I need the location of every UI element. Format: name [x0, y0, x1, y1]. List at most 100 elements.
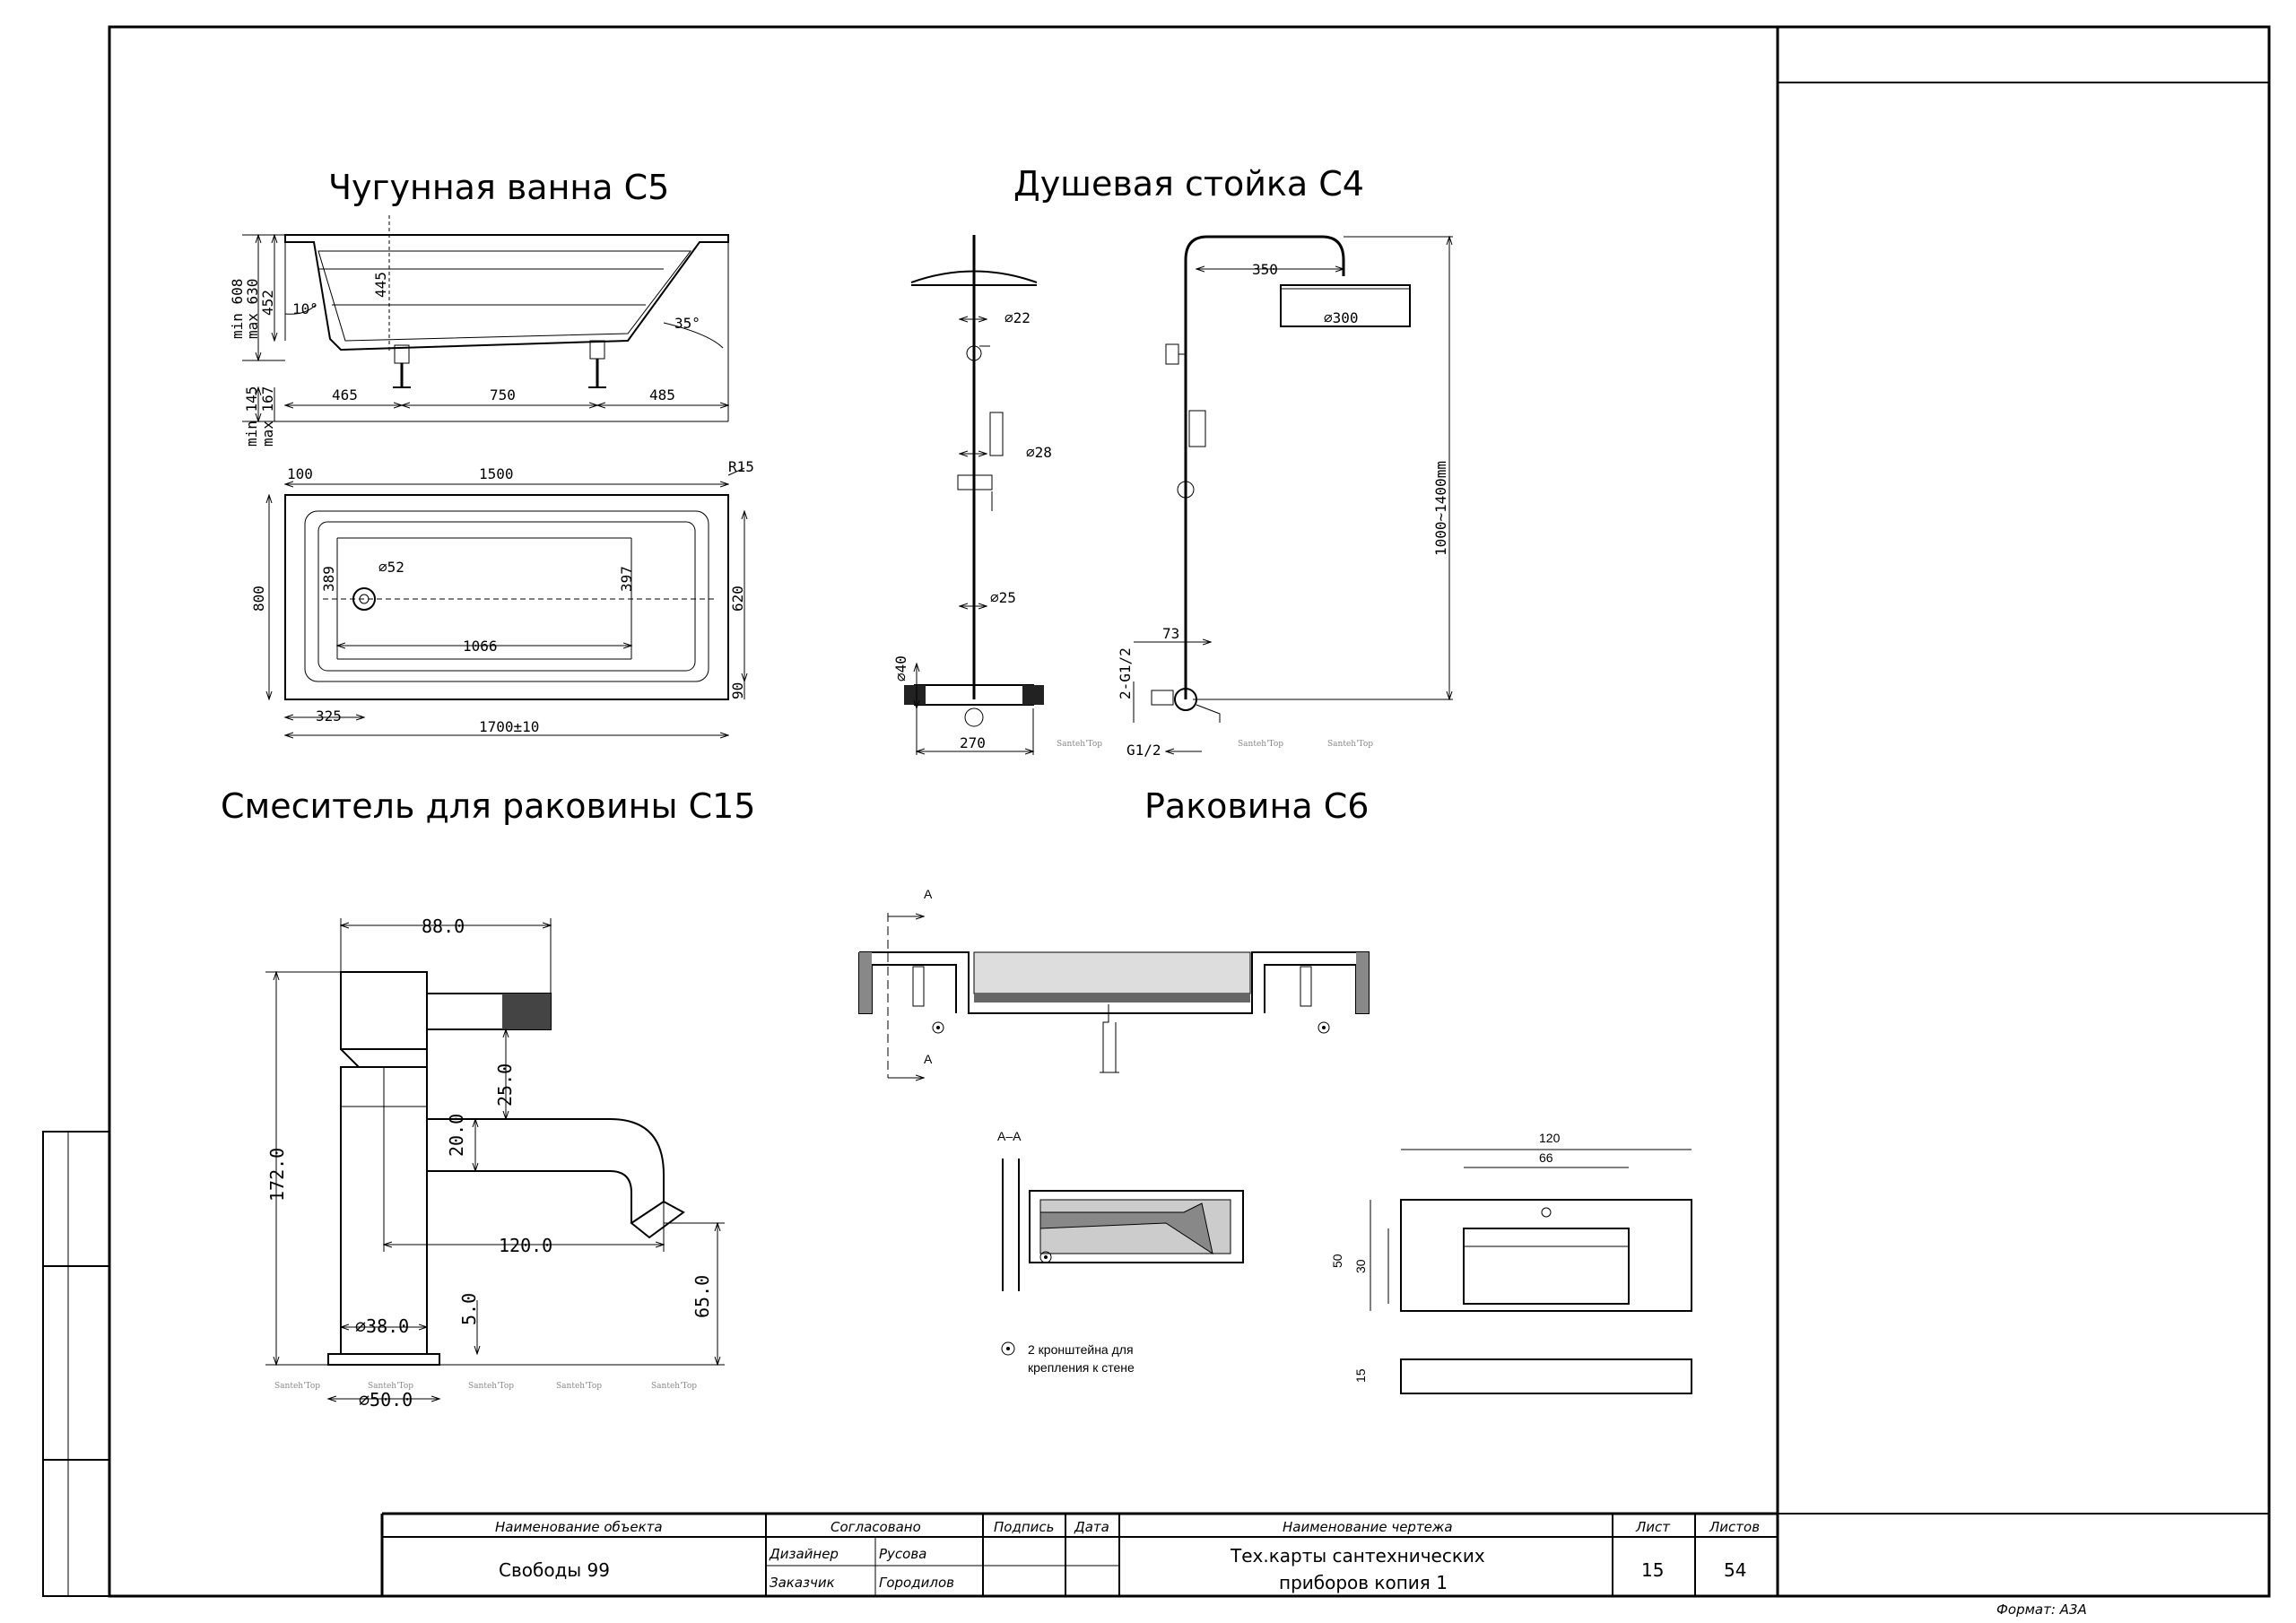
- dim-angle-35: 35°: [674, 315, 700, 332]
- dim-phi52: ⌀52: [378, 559, 404, 576]
- sink-title: Раковина С6: [1144, 786, 1369, 826]
- dim-120: 120.0: [499, 1235, 552, 1256]
- dim-750: 750: [490, 386, 516, 404]
- dim-phi28: ⌀28: [1026, 444, 1052, 461]
- tb-role-1: Дизайнер: [769, 1546, 839, 1562]
- tb-drawing-header: Наименование чертежа: [1283, 1519, 1453, 1535]
- tb-approved-header: Согласовано: [831, 1519, 921, 1535]
- dim-88: 88.0: [422, 916, 465, 937]
- section-mark-a-top: A: [924, 887, 933, 901]
- dim-max167: max 167: [259, 386, 276, 447]
- watermark-1: Santeh'Top: [1057, 740, 1102, 749]
- watermark-6: Santeh'Top: [468, 1382, 514, 1391]
- dim-1000-1400: 1000~1400mm: [1432, 461, 1449, 556]
- format-label: Формат: А3А: [1996, 1601, 2087, 1618]
- watermark-4: Santeh'Top: [274, 1382, 320, 1391]
- dim-phi38: ⌀38.0: [355, 1315, 409, 1337]
- sheet-frame: [108, 25, 2271, 1598]
- dim-1700: 1700±10: [479, 718, 539, 735]
- dim-620: 620: [729, 586, 746, 612]
- dim-65: 65.0: [691, 1275, 713, 1318]
- bath-side-dims: min 608 max 630 452 445 10° 35° min 145 …: [229, 272, 700, 447]
- watermark-8: Santeh'Top: [651, 1382, 697, 1391]
- dim-172: 172.0: [266, 1148, 288, 1202]
- tb-object-header: Наименование объекта: [495, 1519, 663, 1535]
- dim-100: 100: [287, 465, 313, 482]
- dim-min145: min 145: [243, 386, 260, 447]
- dim-397: 397: [618, 566, 635, 592]
- bath-side-view: [242, 215, 729, 421]
- dim-90: 90: [729, 682, 746, 699]
- dim-73: 73: [1162, 625, 1179, 642]
- tb-object-name: Свободы 99: [499, 1559, 610, 1581]
- sink-plan-dims: 120 66 50 30 15: [1330, 1131, 1561, 1383]
- section-label-aa: A–A: [997, 1129, 1022, 1143]
- dim-1500: 1500: [479, 465, 514, 482]
- watermarks: Santeh'Top Santeh'Top Santeh'Top Santeh'…: [274, 740, 1373, 1391]
- shower-side-view: [1133, 235, 1453, 751]
- dim-20: 20.0: [446, 1114, 467, 1157]
- dim-465: 465: [332, 386, 358, 404]
- dim-1066: 1066: [463, 638, 498, 655]
- tb-drawing-name-2: приборов копия 1: [1279, 1572, 1448, 1593]
- side-stamp: [42, 1131, 110, 1597]
- dim-phi300: ⌀300: [1324, 309, 1359, 326]
- dim-350: 350: [1252, 261, 1278, 278]
- sink-front-section: [858, 913, 1370, 1078]
- dim-sink-66: 66: [1539, 1150, 1553, 1165]
- dim-325: 325: [316, 707, 342, 725]
- dim-g12: G1/2: [1126, 742, 1161, 759]
- tb-signature-header: Подпись: [994, 1519, 1054, 1535]
- title-block: [380, 1512, 1778, 1596]
- shower-title: Душевая стойка С4: [1013, 164, 1364, 204]
- faucet-dims: 88.0 172.0 25.0 20.0 120.0 65.0 5.0 ⌀38.…: [266, 916, 713, 1410]
- watermark-7: Santeh'Top: [556, 1382, 602, 1391]
- bath-top-dims: 100 1500 R15 800 389 ⌀52 397 620 1066 90…: [250, 458, 754, 735]
- dim-485: 485: [649, 386, 675, 404]
- dim-sink-50: 50: [1330, 1254, 1344, 1268]
- shower-side-dims: 350 ⌀300 1000~1400mm 73 2-G1/2 G1/2: [1117, 261, 1449, 759]
- bracket-note-line-1: 2 кронштейна для: [1028, 1342, 1134, 1357]
- dim-phi22: ⌀22: [1004, 309, 1031, 326]
- shower-front-view: [904, 235, 1044, 755]
- dim-270: 270: [960, 734, 986, 751]
- watermark-5: Santeh'Top: [368, 1382, 413, 1391]
- faucet-title: Смеситель для раковины С15: [221, 786, 755, 826]
- dim-25: 25.0: [494, 1063, 516, 1107]
- sink-plan-view: [1370, 1149, 1692, 1394]
- tb-sheets-header: Листов: [1709, 1519, 1760, 1535]
- tb-sheet-number: 15: [1641, 1559, 1664, 1581]
- dim-phi50: ⌀50.0: [359, 1389, 413, 1410]
- dim-sink-30: 30: [1353, 1259, 1368, 1273]
- dim-452: 452: [259, 290, 276, 316]
- dim-800: 800: [250, 586, 267, 612]
- watermark-3: Santeh'Top: [1327, 740, 1373, 749]
- shower-front-dims: ⌀22 ⌀28 ⌀25 ⌀40 270: [892, 309, 1052, 751]
- dim-5: 5.0: [458, 1293, 480, 1325]
- watermark-2: Santeh'Top: [1238, 740, 1283, 749]
- dim-389: 389: [320, 566, 337, 592]
- faucet-drawing: [265, 918, 725, 1399]
- bath-foot-right: [588, 340, 606, 388]
- tb-role-2: Заказчик: [770, 1575, 835, 1591]
- dim-phi40: ⌀40: [892, 655, 909, 681]
- bracket-note-line-2: крепления к стене: [1028, 1360, 1135, 1375]
- tb-drawing-name-1: Тех.карты сантехнических: [1230, 1545, 1485, 1567]
- dim-angle-10: 10°: [292, 300, 318, 317]
- dim-r15: R15: [728, 458, 754, 475]
- dim-min608: min 608: [229, 279, 246, 339]
- tb-person-2: Городилов: [879, 1575, 954, 1591]
- section-mark-a-bottom: A: [924, 1052, 933, 1066]
- tb-person-1: Русова: [879, 1546, 926, 1562]
- bath-title: Чугунная ванна С5: [328, 168, 669, 207]
- dim-max630: max 630: [244, 279, 261, 339]
- bath-foot-left: [393, 344, 411, 388]
- bath-top-view: [269, 467, 744, 735]
- tb-sheet-header: Лист: [1635, 1519, 1671, 1535]
- dim-2-g12: 2-G1/2: [1117, 647, 1134, 699]
- sink-section-aa: [1002, 1159, 1244, 1291]
- dim-445: 445: [372, 272, 389, 298]
- dim-sink-120: 120: [1539, 1131, 1561, 1145]
- tb-sheets-total: 54: [1724, 1559, 1746, 1581]
